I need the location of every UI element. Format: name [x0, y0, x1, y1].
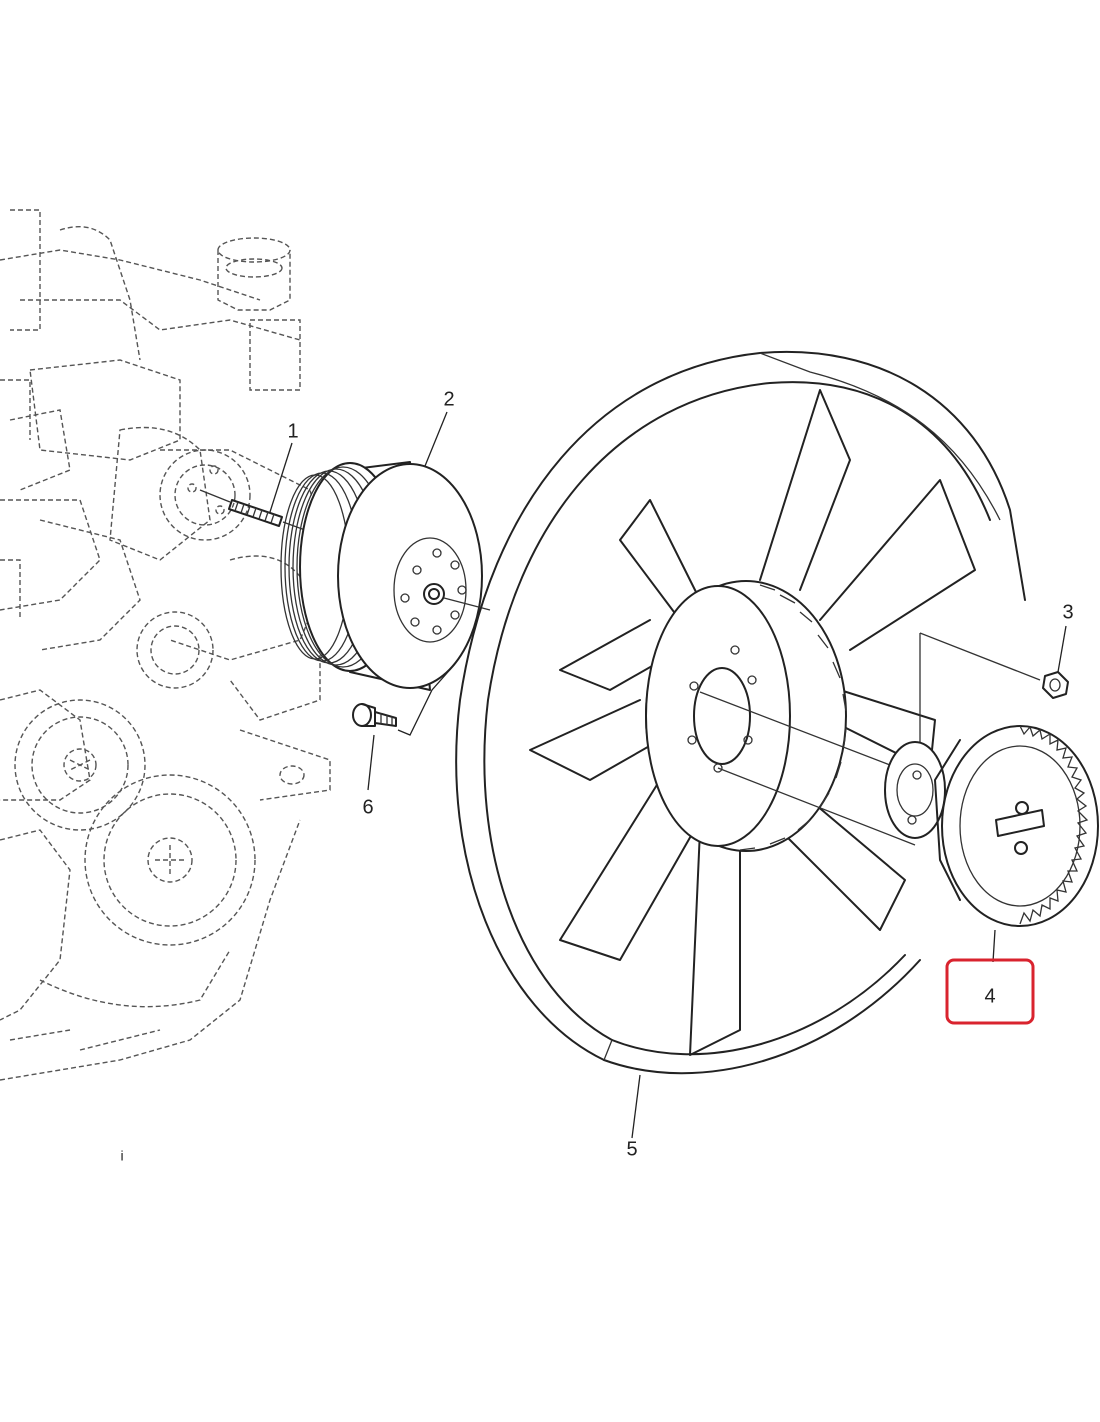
leader-4	[992, 929, 996, 963]
part-6-bolt[interactable]	[352, 703, 397, 727]
leader-6	[367, 734, 375, 791]
engine-block	[0, 209, 331, 1081]
leader-lines	[269, 411, 1067, 1139]
callout-5[interactable]: 5	[626, 1138, 637, 1160]
callouts: 1 2 3 4 5 6 i	[120, 388, 1073, 1163]
part-2-pulley[interactable]	[280, 461, 491, 691]
stray-mark: i	[120, 1148, 123, 1164]
callout-4[interactable]: 4	[984, 985, 995, 1007]
leader-6-tail	[397, 663, 456, 736]
leader-3	[1057, 625, 1067, 673]
highlight-box-callout-4	[945, 958, 1035, 1025]
leader-5	[631, 1074, 641, 1139]
callout-3[interactable]: 3	[1062, 601, 1073, 623]
part-3-nut[interactable]	[919, 632, 1069, 750]
part-5-fan[interactable]	[455, 350, 1026, 1075]
leader-2	[424, 411, 448, 467]
callout-2[interactable]: 2	[443, 388, 454, 410]
leader-1	[269, 442, 293, 513]
part-1-stud[interactable]	[199, 489, 306, 531]
callout-6[interactable]: 6	[362, 796, 373, 818]
part-4-fan-clutch[interactable]	[884, 725, 1099, 927]
callout-1[interactable]: 1	[287, 420, 298, 442]
